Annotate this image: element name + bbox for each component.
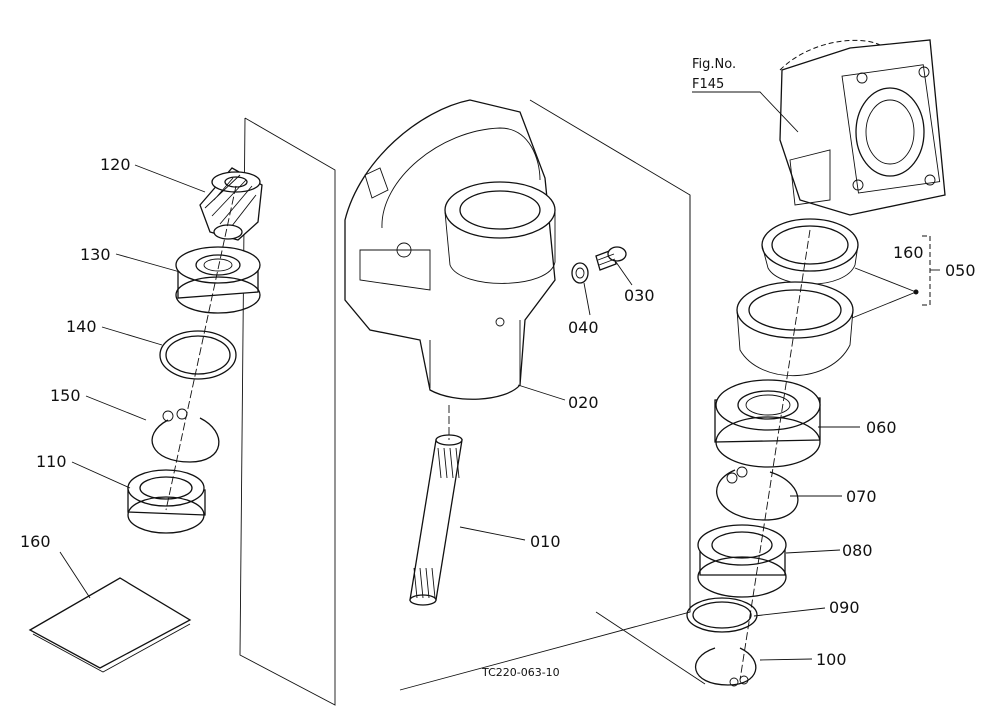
part-070-circlip	[716, 466, 799, 521]
part-050-taper-bearing-cup	[761, 218, 859, 285]
callout-080: 080	[842, 541, 873, 560]
kit-bracket	[851, 235, 940, 319]
leader-lines	[59, 91, 860, 661]
callout-130: 130	[80, 245, 111, 264]
callout-040: 040	[568, 318, 599, 337]
callout-050: 050	[945, 261, 976, 280]
part-100-circlip	[695, 647, 757, 687]
axis-left	[165, 185, 237, 511]
callout-030: 030	[624, 286, 655, 305]
callout-140: 140	[66, 317, 97, 336]
part-030-bolt	[595, 246, 627, 271]
part-f145-reference-housing	[779, 39, 946, 216]
callout-060: 060	[866, 418, 897, 437]
part-150-circlip	[151, 408, 220, 463]
part-010-shaft	[409, 434, 463, 606]
part-160-instruction-sheet	[28, 577, 192, 673]
callout-020: 020	[568, 393, 599, 412]
part-140-ring	[159, 330, 237, 380]
axis-right	[739, 229, 811, 681]
part-050-taper-bearing-cone	[736, 281, 854, 377]
callout-100: 100	[816, 650, 847, 669]
figure-reference-number: F145	[692, 77, 724, 92]
part-040-washer	[571, 262, 589, 284]
part-020-gear-case	[344, 99, 556, 400]
callout-120: 120	[100, 155, 131, 174]
part-060-ball-bearing	[714, 379, 821, 468]
callout-090: 090	[829, 598, 860, 617]
callout-160-sheet: 160	[20, 532, 51, 551]
part-080-bearing	[697, 524, 787, 598]
part-120-bevel-gear	[199, 167, 263, 241]
callout-150: 150	[50, 386, 81, 405]
callout-160-kit: 160	[893, 243, 924, 262]
callout-070: 070	[846, 487, 877, 506]
drawing-number: TC220-063-10	[481, 666, 560, 679]
callout-110: 110	[36, 452, 67, 471]
assembly-outline-left	[239, 117, 336, 706]
part-130-ball-bearing	[175, 246, 261, 314]
part-110-oil-seal	[127, 469, 206, 534]
callout-010: 010	[530, 532, 561, 551]
part-090-ring	[686, 597, 758, 633]
figure-reference-label: Fig.No.	[692, 57, 736, 72]
assembly-outline-right	[595, 195, 706, 685]
